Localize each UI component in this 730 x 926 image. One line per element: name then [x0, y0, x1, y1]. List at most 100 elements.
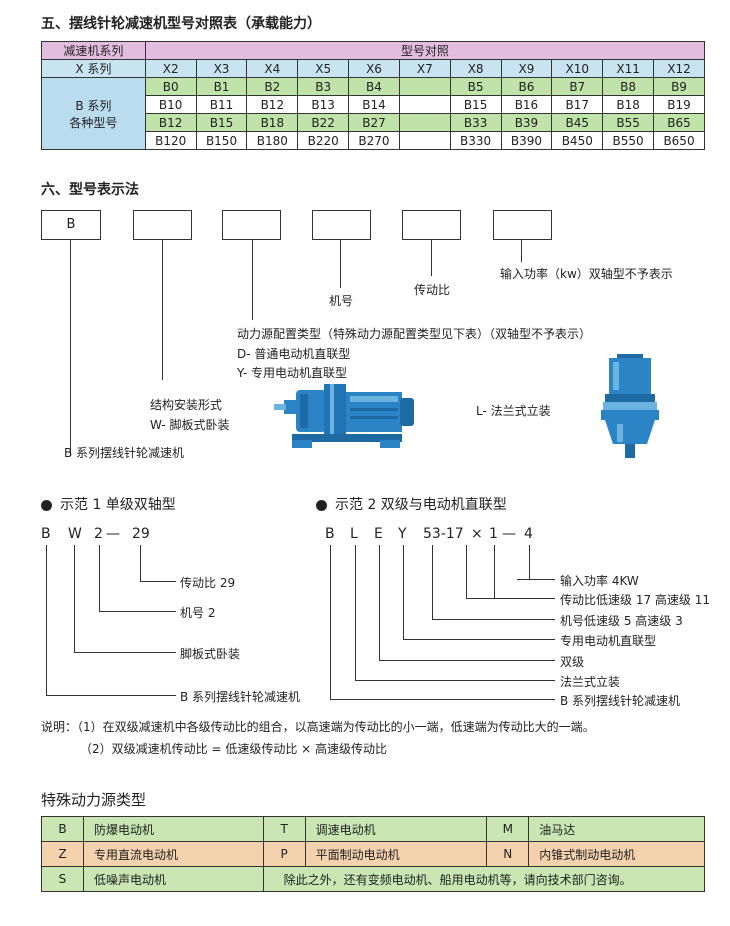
table-cell: B120: [144, 131, 197, 150]
table-cell: B7: [551, 77, 604, 96]
code-box-drive: [222, 210, 281, 240]
table-cell: 油马达: [528, 816, 705, 842]
connector-line: [355, 680, 555, 681]
ex1-code-w: W: [68, 526, 82, 542]
code-box-power: [493, 210, 552, 240]
table-cell: X12: [653, 59, 705, 78]
ex1-code-2: 2: [94, 526, 103, 542]
table-cell: X9: [500, 59, 553, 78]
b-series-row: B12 B15 B18 B22 B27 B33 B39 B45 B55 B65: [41, 113, 705, 132]
table-cell: 平面制动电动机: [304, 841, 488, 867]
connector-line: [466, 598, 555, 599]
connector-line: [99, 545, 100, 611]
ex1-label-series: B 系列摆线针轮减速机: [180, 690, 301, 704]
table-cell: B45: [551, 113, 604, 132]
ex2-label-double: 双级: [560, 655, 585, 669]
example1-title: 示范 1 单级双轴型: [41, 494, 176, 514]
table-cell: B1: [195, 77, 248, 96]
model-comparison-table: 减速机系列 型号对照 X 系列 X2 X3 X4 X5 X6 X7 X8 X9 …: [41, 41, 706, 150]
table-cell: B12: [144, 113, 197, 132]
table-cell: X8: [449, 59, 502, 78]
table-cell: B150: [195, 131, 248, 150]
label-frame: 机号: [329, 294, 354, 308]
ex2-label-frame: 机号低速级 5 高速级 3: [560, 614, 683, 628]
connector-line: [529, 545, 530, 579]
table-cell: B550: [602, 131, 655, 150]
table-cell: X6: [348, 59, 400, 78]
note-1: 说明：（1）在双级减速机中各级传动比的组合，以高速端为传动比的小一端，低速端为传…: [41, 720, 595, 734]
table-cell: B8: [602, 77, 655, 96]
ex2-label-series: B 系列摆线针轮减速机: [560, 694, 681, 708]
ex2-code-e: E: [374, 526, 383, 542]
label-w: W- 脚板式卧装: [150, 418, 230, 432]
code-box-ratio: [402, 210, 461, 240]
bullet-icon: [41, 499, 52, 511]
connector-line: [162, 240, 163, 380]
bullet-icon: [316, 499, 327, 511]
table-cell: 调速电动机: [304, 816, 488, 842]
table-cell: B0: [144, 77, 197, 96]
ex2-code-l: L: [350, 526, 358, 542]
table-cell-note: 除此之外，还有变频电动机、船用电动机等，请向技术部门咨询。: [262, 866, 706, 892]
table-cell: B: [41, 816, 84, 842]
x-series-label: X 系列: [41, 59, 146, 78]
table-cell: X7: [398, 59, 451, 78]
label-d: D- 普通电动机直联型: [237, 347, 351, 361]
code-box-mount: [133, 210, 192, 240]
table-cell: B220: [297, 131, 350, 150]
label-mount: 结构安装形式: [150, 398, 223, 412]
table-cell: X11: [602, 59, 655, 78]
ex2-code-b: B: [325, 526, 335, 542]
example2-title-text: 示范 2 双级与电动机直联型: [335, 497, 507, 513]
connector-line: [403, 639, 555, 640]
connector-line: [99, 611, 176, 612]
b-series-row: B120 B150 B180 B220 B270 B330 B390 B450 …: [41, 131, 705, 150]
table-cell: N: [486, 841, 530, 867]
ex2-code-times: ×: [471, 526, 483, 542]
b-series-label-line2: 各种型号: [69, 115, 118, 130]
table-cell: B270: [348, 131, 400, 150]
table-cell: B390: [500, 131, 553, 150]
ex1-code-dash: —: [106, 526, 120, 542]
table-cell: S: [41, 866, 84, 892]
table-cell: B15: [195, 113, 248, 132]
ex2-label-flange: 法兰式立装: [560, 675, 621, 689]
table-cell: B11: [195, 95, 248, 114]
connector-line: [330, 545, 331, 699]
table-cell: B16: [500, 95, 553, 114]
table-cell: B19: [653, 95, 705, 114]
table-row: S 低噪声电动机 除此之外，还有变频电动机、船用电动机等，请向技术部门咨询。: [41, 866, 706, 892]
connector-line: [252, 240, 253, 320]
horizontal-reducer-image: [274, 384, 414, 448]
table-cell: B10: [144, 95, 197, 114]
connector-line: [494, 545, 495, 598]
table-cell: B330: [449, 131, 502, 150]
connector-line: [46, 695, 176, 696]
connector-line: [379, 545, 380, 660]
special-title: 特殊动力源类型: [41, 791, 147, 809]
table-cell: [398, 131, 451, 150]
example2-title: 示范 2 双级与电动机直联型: [316, 494, 507, 514]
special-power-table: B 防爆电动机 T 调速电动机 M 油马达 Z 专用直流电动机 P 平面制动电动…: [41, 816, 706, 892]
ex2-code-ratio: 53-17: [423, 526, 464, 542]
x-series-row: X 系列 X2 X3 X4 X5 X6 X7 X8 X9 X10 X11 X12: [41, 59, 705, 78]
table-cell: B18: [246, 113, 299, 132]
connector-line: [521, 240, 522, 262]
label-power: 输入功率（kw）双轴型不予表示: [500, 267, 673, 281]
connector-line: [379, 660, 555, 661]
ex2-code-power: 4: [524, 526, 533, 542]
connector-line: [403, 545, 404, 639]
ex2-code-frame: 1: [489, 526, 498, 542]
section5-title: 五、摆线针轮减速机型号对照表（承载能力）: [41, 16, 321, 32]
header-series: 减速机系列: [41, 41, 146, 60]
connector-line: [140, 581, 176, 582]
table-cell: X10: [551, 59, 604, 78]
connector-line: [46, 545, 47, 695]
table-cell: [398, 95, 451, 114]
table-header-row: 减速机系列 型号对照: [41, 41, 706, 60]
table-cell: [398, 77, 451, 96]
ex2-label-drive: 专用电动机直联型: [560, 634, 657, 648]
table-cell: B180: [246, 131, 299, 150]
label-drive: 动力源配置类型（特殊动力源配置类型见下表）（双轴型不予表示）: [237, 327, 592, 341]
ex2-label-ratio: 传动比低速级 17 高速级 11: [560, 593, 710, 607]
